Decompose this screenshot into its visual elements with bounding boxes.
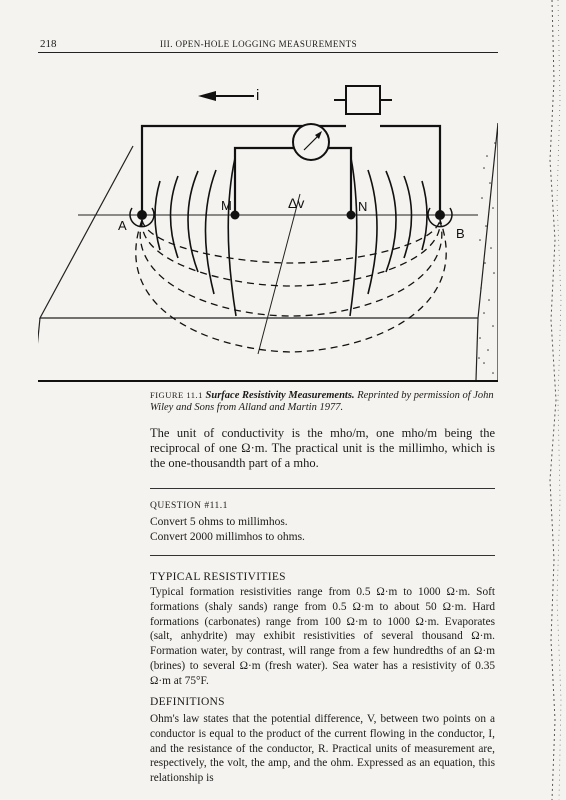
- question-bottom-rule: [150, 555, 495, 556]
- electrode-label-m: M: [221, 198, 232, 213]
- caption-text: Reprinted by permission of John Wiley an…: [150, 390, 494, 413]
- electrode-label-b: B: [456, 226, 465, 241]
- page-number: 218: [40, 38, 57, 50]
- current-label: i: [256, 87, 259, 104]
- figure-caption: FIGURE 11.1 Surface Resistivity Measurem…: [150, 389, 495, 414]
- conductivity-paragraph: The unit of conductivity is the mho/m, o…: [150, 426, 495, 470]
- typical-resistivities-body: Typical formation resistivities range fr…: [150, 586, 495, 687]
- ground-block-outline: [38, 122, 498, 319]
- running-head: III. OPEN-HOLE LOGGING MEASUREMENTS: [160, 39, 357, 49]
- diagonal-line: [257, 193, 301, 355]
- current-flow-lines: [135, 219, 447, 353]
- question-line-2: Convert 2000 millimhos to ohms.: [150, 531, 305, 543]
- current-source-box: [345, 85, 381, 115]
- scan-edge-noise: [549, 0, 562, 800]
- equipotential-lines-right: [349, 157, 428, 317]
- typical-resistivities-heading: TYPICAL RESISTIVITIES: [150, 571, 286, 583]
- caption-title: Surface Resistivity Measurements.: [205, 390, 355, 401]
- definitions-body: Ohm's law states that the potential diff…: [150, 713, 495, 785]
- stippled-side-face: [478, 142, 496, 374]
- potential-wire: [233, 146, 353, 213]
- voltmeter-dial: [292, 123, 330, 161]
- potential-label: Δv: [288, 195, 304, 211]
- equipotential-lines-left: [154, 157, 237, 317]
- electrode-label-n: N: [358, 199, 367, 214]
- electrode-n-icon: [346, 210, 356, 220]
- header-rule: [38, 52, 498, 53]
- question-line-1: Convert 5 ohms to millimhos.: [150, 516, 288, 528]
- figure-rule: [38, 380, 498, 382]
- caption-label: FIGURE 11.1: [150, 390, 203, 400]
- surface-resistivity-figure: i Δv A M N B: [38, 85, 498, 380]
- electrode-m-icon: [230, 210, 240, 220]
- question-title: QUESTION #11.1: [150, 501, 228, 511]
- current-wire: [140, 124, 442, 213]
- question-top-rule: [150, 488, 495, 489]
- definitions-heading: DEFINITIONS: [150, 696, 225, 708]
- electrode-b-icon: [427, 207, 453, 228]
- electrode-label-a: A: [118, 218, 127, 233]
